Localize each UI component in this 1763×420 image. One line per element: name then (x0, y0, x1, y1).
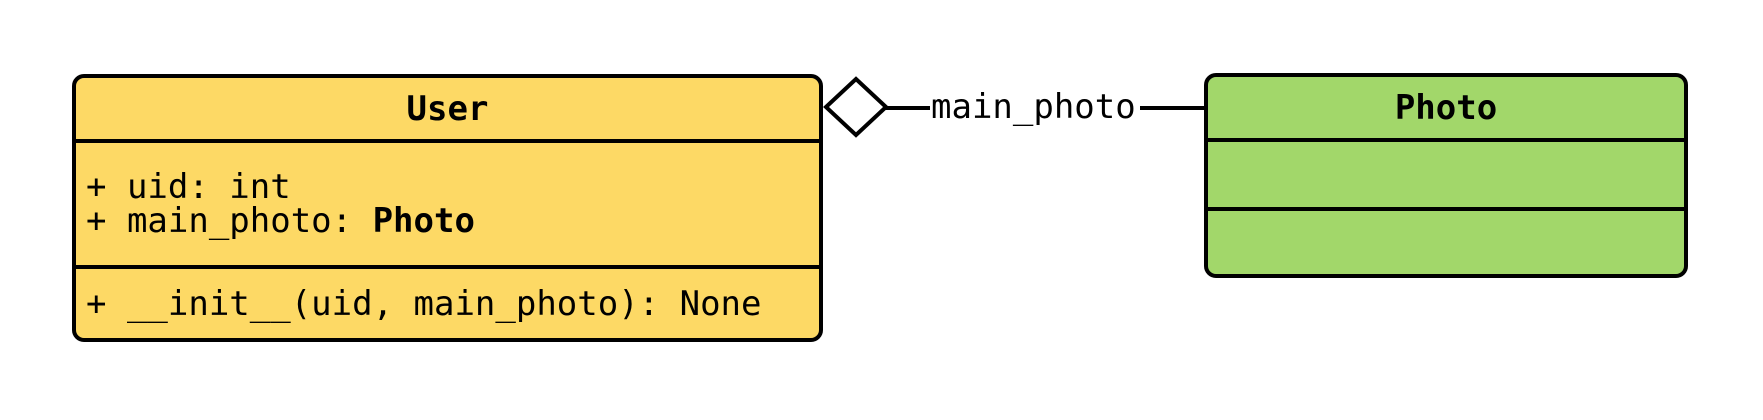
class-title-compartment-user: User (76, 78, 819, 139)
relation-line-left-segment (884, 106, 930, 110)
class-attributes-compartment-user: + uid: int + main_photo: Photo (76, 139, 819, 265)
relation-label: main_photo (931, 87, 1136, 127)
attribute-uid-text: + uid: int (86, 167, 291, 207)
method-init: + __init__(uid, main_photo): None (76, 287, 819, 321)
relation-line-right-segment (1140, 106, 1206, 110)
aggregation-diamond-icon (823, 76, 889, 138)
attribute-main-photo-type: Photo (372, 201, 475, 241)
class-methods-compartment-user: + __init__(uid, main_photo): None (76, 265, 819, 338)
attribute-main-photo: + main_photo: Photo (76, 204, 819, 238)
method-init-text: + __init__(uid, main_photo): None (86, 283, 762, 324)
class-name-photo: Photo (1394, 87, 1498, 128)
class-title-compartment-photo: Photo (1208, 77, 1684, 138)
class-attributes-compartment-photo (1208, 138, 1684, 207)
attribute-uid: + uid: int (76, 170, 819, 204)
attribute-main-photo-prefix: + main_photo: (86, 201, 373, 241)
class-name-user: User (406, 88, 489, 129)
class-box-photo: Photo (1204, 73, 1688, 278)
class-box-user: User + uid: int + main_photo: Photo + __… (72, 74, 823, 342)
class-methods-compartment-photo (1208, 207, 1684, 274)
